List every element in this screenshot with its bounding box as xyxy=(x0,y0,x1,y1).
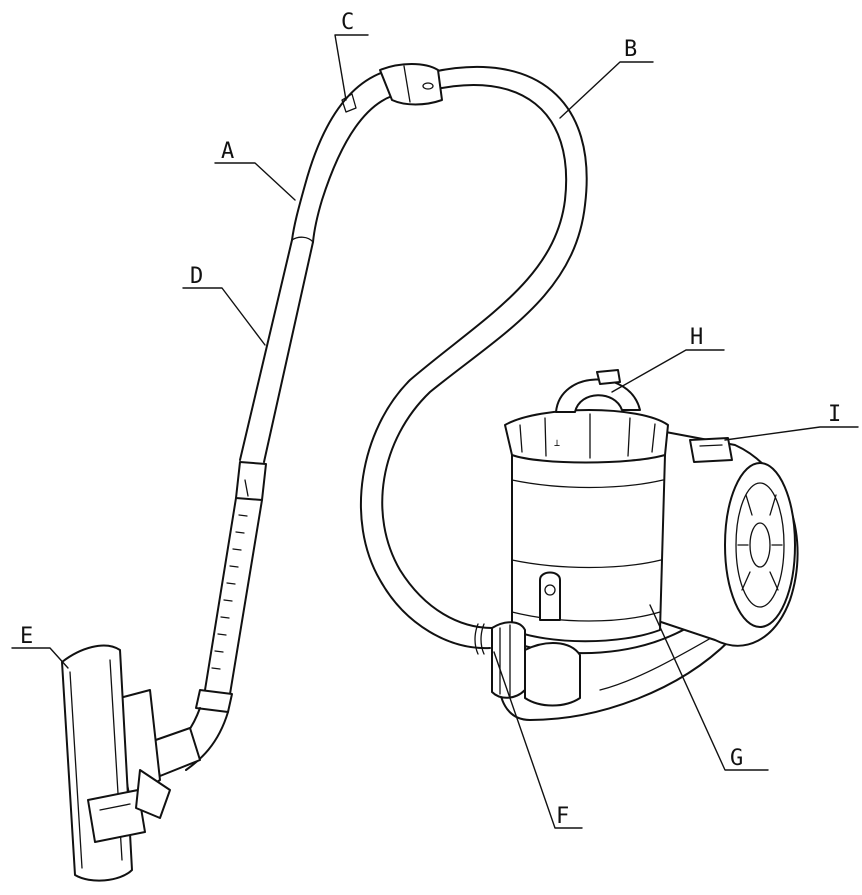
callout-leaders xyxy=(11,34,859,829)
handle-tube xyxy=(291,63,443,243)
lid-lock-symbol: ⊥ xyxy=(554,438,560,449)
extension-tube xyxy=(195,236,314,713)
callout-h: H xyxy=(690,325,703,350)
callout-labels: A B C D E F G H I xyxy=(20,10,841,829)
callout-b: B xyxy=(624,37,637,62)
callout-a: A xyxy=(221,139,234,164)
floor-nozzle xyxy=(61,644,229,882)
vacuum-body: ⊥ xyxy=(491,369,799,721)
flexible-hose xyxy=(359,65,588,655)
callout-i: I xyxy=(828,402,841,427)
callout-g: G xyxy=(730,746,743,771)
tube-scale-marks xyxy=(211,514,248,670)
callout-d: D xyxy=(190,264,203,289)
callout-e: E xyxy=(20,624,33,649)
callout-f: F xyxy=(556,804,569,829)
callout-c: C xyxy=(341,10,354,35)
